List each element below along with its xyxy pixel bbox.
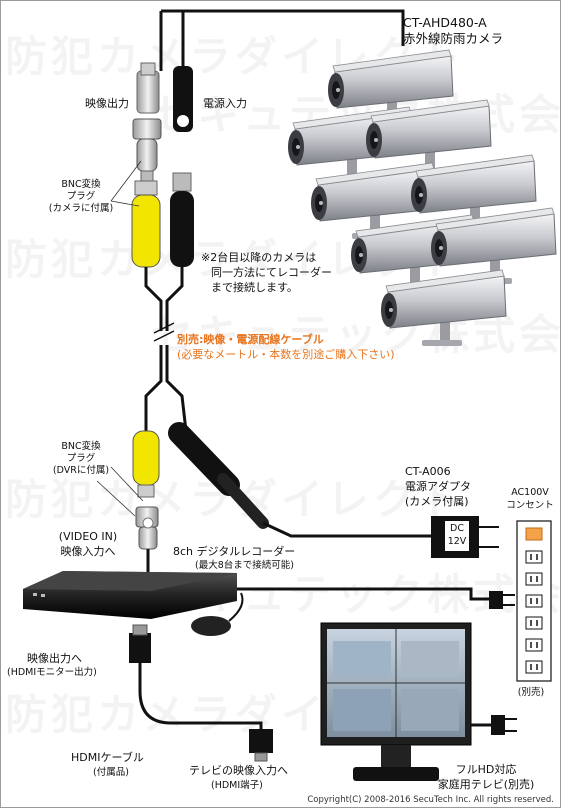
adapter-model: CT-A006 [405, 465, 451, 478]
copyright: Copyright(C) 2008-2016 SecuTech Inc. All… [307, 795, 554, 805]
recorder-label: 8ch デジタルレコーダー [173, 545, 296, 558]
video-out-label: 映像出力 [85, 97, 129, 110]
camera-name: 赤外線防雨カメラ [403, 31, 504, 46]
bnc-camera-label-1: BNC変換 [61, 179, 101, 190]
hdmi-out-sub: (HDMIモニター出力) [7, 667, 97, 678]
tv-label-1: フルHD対応 [455, 763, 517, 776]
outlet-note: (別売) [517, 687, 545, 698]
note-line-3: まで接続します。 [211, 281, 298, 294]
video-in-label-1: (VIDEO IN) [58, 530, 118, 543]
outlet-label-1: AC100V [511, 487, 549, 498]
recorder-sub: (最大8台まで接続可能) [195, 560, 294, 571]
bnc-camera-label-2: プラグ [66, 191, 96, 202]
hdmi-cable-sub: (付属品) [93, 767, 129, 778]
power-in-label: 電源入力 [203, 97, 247, 110]
tv-in-sub: (HDMI端子) [211, 780, 263, 791]
hdmi-cable-label: HDMIケーブル [71, 751, 144, 764]
tv-in-label: テレビの映像入力へ [189, 764, 288, 777]
adapter-name: 電源アダプタ [405, 480, 471, 493]
bnc-camera-label-3: (カメラに付属) [48, 203, 114, 214]
bnc-dvr-label-3: (DVRに付属) [52, 465, 110, 476]
cable-subtitle: (必要なメートル・本数を別途ご購入下さい) [177, 348, 395, 361]
bnc-dvr-label-1: BNC変換 [61, 441, 101, 452]
cable-title: 別売:映像・電源配線ケーブル [177, 333, 324, 346]
hdmi-out-label: 映像出力へ [27, 652, 82, 665]
video-in-label-2: 映像入力へ [60, 545, 116, 558]
bnc-dvr-label-2: プラグ [66, 453, 96, 464]
note-line-1: ※2台目以降のカメラは [201, 251, 317, 264]
watermark-4: セキュテック株式会社 [151, 301, 560, 362]
camera-model: CT-AHD480-A [403, 15, 487, 30]
adapter-dc: DC [450, 523, 464, 534]
note-line-2: 同一方法にてレコーダー [211, 266, 332, 279]
adapter-12v: 12V [447, 536, 467, 547]
tv-label-2: 家庭用テレビ(別売) [437, 778, 535, 791]
adapter-note: (カメラ付属) [405, 495, 469, 508]
outlet-label-2: コンセント [506, 500, 554, 511]
